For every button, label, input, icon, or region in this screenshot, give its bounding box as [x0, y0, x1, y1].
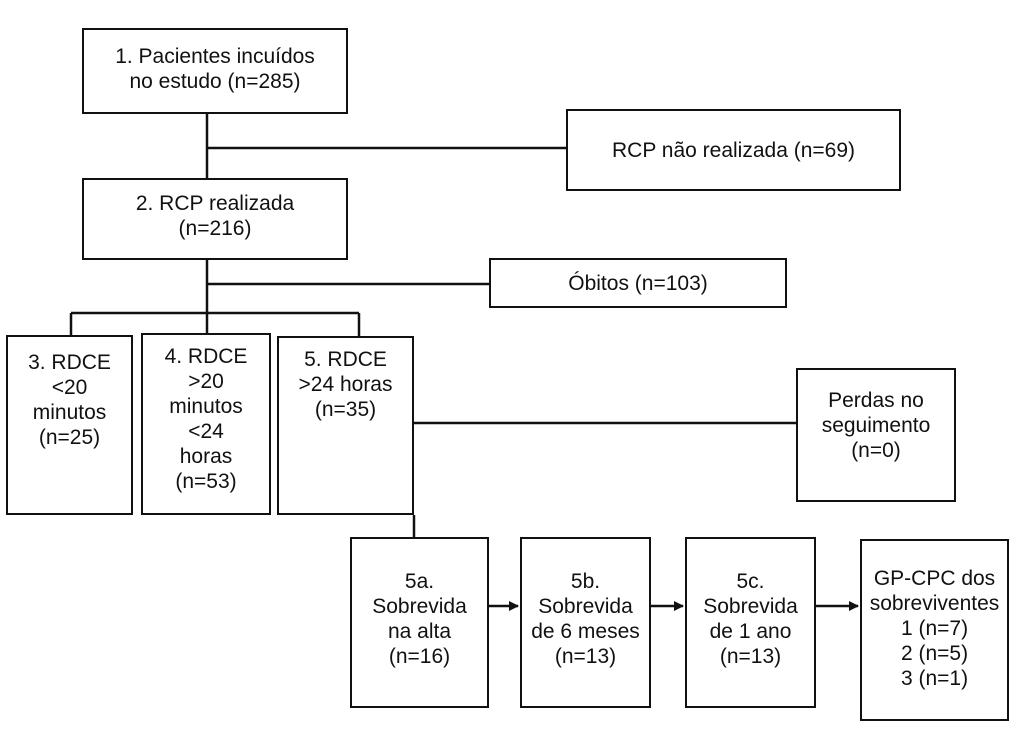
box-line: 4. RDCE	[164, 345, 248, 368]
box-line: (n=13)	[719, 645, 782, 668]
box-line: 5c.	[736, 570, 765, 593]
box-pacientes-incluidos: 1. Pacientes incuídos no estudo (n=285)	[82, 28, 348, 114]
box-rcp-nao-realizada: RCP não realizada (n=69)	[566, 109, 901, 191]
box-line: (n=13)	[554, 645, 617, 668]
box-sobrevida-6-meses: 5b. Sobrevida de 6 meses (n=13)	[520, 537, 651, 708]
box-line: (n=216)	[178, 217, 252, 240]
box-line: 5a.	[404, 570, 435, 593]
box-line: 1. Pacientes incuídos	[115, 45, 315, 68]
box-line: 3. RDCE	[28, 351, 111, 374]
box-line: de 6 meses	[531, 620, 640, 643]
box-line: no estudo (n=285)	[129, 70, 301, 93]
box-line: Sobrevida	[538, 595, 633, 618]
box-line: (n=53)	[175, 470, 237, 493]
box-line: 2 (n=5)	[900, 642, 969, 665]
box-line: >24 horas	[298, 373, 393, 396]
box-line: na alta	[387, 620, 452, 643]
box-line: horas	[179, 445, 233, 468]
box-line: Óbitos (n=103)	[568, 271, 708, 295]
box-line: 2. RCP realizada	[135, 192, 295, 215]
box-line: GP-CPC dos	[873, 567, 996, 590]
box-gp-cpc-sobreviventes: GP-CPC dos sobreviventes 1 (n=7) 2 (n=5)…	[860, 539, 1009, 721]
box-line: seguimento	[821, 414, 931, 437]
box-line: 3 (n=1)	[900, 667, 969, 690]
box-line: de 1 ano	[709, 620, 792, 643]
box-line: (n=16)	[388, 645, 451, 668]
box-line: 5b.	[570, 570, 601, 593]
box-line: <20	[51, 376, 88, 399]
box-rdce-menos-20-minutos: 3. RDCE <20 minutos (n=25)	[6, 335, 133, 515]
box-rdce-20min-24h: 4. RDCE >20 minutos <24 horas (n=53)	[141, 333, 271, 515]
box-line: Perdas no	[828, 389, 924, 412]
box-line: <24	[188, 420, 224, 443]
box-line: minutos	[169, 395, 243, 418]
box-line: (n=25)	[38, 426, 101, 449]
box-line: (n=0)	[851, 439, 901, 462]
box-line: >20	[188, 370, 224, 393]
box-line: minutos	[32, 401, 107, 424]
box-line: 5. RDCE	[304, 348, 387, 371]
box-line: (n=35)	[314, 398, 377, 421]
box-sobrevida-1-ano: 5c. Sobrevida de 1 ano (n=13)	[685, 537, 816, 708]
box-rdce-mais-24-horas: 5. RDCE >24 horas (n=35)	[277, 336, 414, 515]
box-sobrevida-alta: 5a. Sobrevida na alta (n=16)	[350, 537, 489, 708]
box-line: RCP não realizada (n=69)	[611, 138, 855, 162]
box-line: Sobrevida	[372, 595, 467, 618]
box-line: Sobrevida	[703, 595, 798, 618]
box-perdas-seguimento: Perdas no seguimento (n=0)	[796, 368, 956, 502]
box-obitos: Óbitos (n=103)	[489, 258, 787, 308]
box-rcp-realizada: 2. RCP realizada (n=216)	[82, 178, 348, 260]
box-line: sobreviventes	[869, 592, 1000, 615]
box-line: 1 (n=7)	[900, 617, 969, 640]
